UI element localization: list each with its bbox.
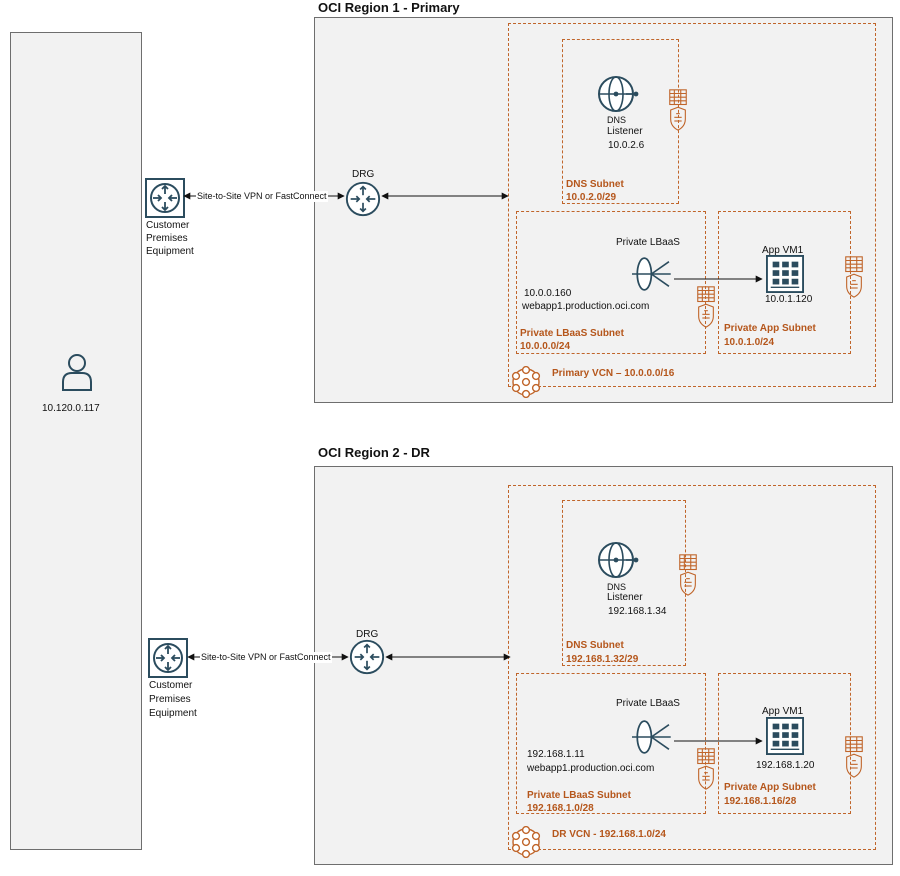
dr-drg-label: DRG bbox=[356, 629, 379, 640]
security-list-icon bbox=[695, 747, 717, 791]
primary-lbaas-ip: 10.0.0.160 bbox=[524, 288, 572, 299]
primary-lb-to-vm-arrow bbox=[674, 275, 763, 283]
primary-lbaas-subnet-box bbox=[516, 211, 706, 354]
client-ip: 10.120.0.117 bbox=[42, 403, 100, 414]
load-balancer-icon bbox=[632, 255, 676, 293]
primary-app-subnet-name: Private App Subnet bbox=[724, 323, 816, 334]
primary-dns-listener-label: Listener bbox=[607, 126, 643, 137]
primary-dns-subnet-cidr: 10.0.2.0/29 bbox=[566, 192, 617, 203]
dns-icon bbox=[596, 538, 640, 582]
primary-dns-subnet-name: DNS Subnet bbox=[566, 179, 624, 190]
user-icon bbox=[61, 352, 93, 392]
primary-app-vm-ip: 10.0.1.120 bbox=[765, 294, 813, 305]
dr-app-subnet-cidr: 192.168.1.16/28 bbox=[724, 796, 797, 807]
vcn-icon bbox=[510, 826, 542, 858]
primary-link-label: Site-to-Site VPN or FastConnect bbox=[196, 191, 328, 202]
dr-dns-subnet-name: DNS Subnet bbox=[566, 640, 624, 651]
primary-lbaas-subnet-cidr: 10.0.0.0/24 bbox=[520, 341, 571, 352]
dr-lbaas-subnet-box bbox=[516, 673, 706, 814]
security-list-icon bbox=[667, 88, 689, 132]
security-list-icon bbox=[677, 553, 699, 597]
dr-lbaas-fqdn: webapp1.production.oci.com bbox=[527, 763, 655, 774]
dr-vcn-label: DR VCN - 192.168.1.0/24 bbox=[552, 829, 666, 840]
dr-lbaas-subnet-cidr: 192.168.1.0/28 bbox=[527, 803, 594, 814]
dr-lbaas-subnet-name: Private LBaaS Subnet bbox=[527, 790, 631, 801]
primary-app-subnet-cidr: 10.0.1.0/24 bbox=[724, 337, 775, 348]
primary-lbaas-label: Private LBaaS bbox=[616, 237, 680, 248]
dr-lb-to-vm-arrow bbox=[674, 737, 763, 745]
primary-app-vm-label: App VM1 bbox=[762, 245, 804, 256]
security-list-icon bbox=[843, 735, 865, 779]
dr-dns-listener-label: Listener bbox=[607, 592, 643, 603]
vm-icon bbox=[765, 255, 805, 293]
dr-lbaas-ip: 192.168.1.11 bbox=[527, 749, 585, 760]
on-premises-panel bbox=[10, 32, 142, 850]
security-list-icon bbox=[695, 285, 717, 329]
router-icon bbox=[148, 638, 188, 678]
primary-app-subnet-box bbox=[718, 211, 851, 354]
dr-vcn-box bbox=[508, 485, 876, 850]
router-icon bbox=[145, 178, 185, 218]
dr-lbaas-label: Private LBaaS bbox=[616, 698, 680, 709]
vcn-icon bbox=[510, 366, 542, 398]
primary-lbaas-fqdn: webapp1.production.oci.com bbox=[522, 301, 650, 312]
dr-dns-listener-ip: 192.168.1.34 bbox=[608, 606, 667, 617]
dr-dns-icon-label: DNS bbox=[607, 582, 627, 592]
primary-drg-label: DRG bbox=[352, 169, 375, 180]
region-dr-title: OCI Region 2 - DR bbox=[318, 445, 430, 460]
primary-dns-icon-label: DNS bbox=[607, 115, 627, 125]
dr-dns-subnet-box bbox=[562, 500, 686, 666]
primary-vcn-label: Primary VCN – 10.0.0.0/16 bbox=[552, 368, 675, 379]
primary-dns-listener-ip: 10.0.2.6 bbox=[608, 140, 645, 151]
load-balancer-icon bbox=[632, 718, 676, 756]
primary-vcn-box bbox=[508, 23, 876, 387]
dr-link-label: Site-to-Site VPN or FastConnect bbox=[200, 652, 332, 663]
region-primary-title: OCI Region 1 - Primary bbox=[318, 0, 460, 15]
dns-icon bbox=[596, 72, 640, 116]
dr-dns-subnet-cidr: 192.168.1.32/29 bbox=[566, 654, 639, 665]
dr-app-subnet-name: Private App Subnet bbox=[724, 782, 816, 793]
dr-app-vm-label: App VM1 bbox=[762, 706, 804, 717]
security-list-icon bbox=[843, 255, 865, 299]
dr-app-vm-ip: 192.168.1.20 bbox=[756, 760, 815, 771]
primary-lbaas-subnet-name: Private LBaaS Subnet bbox=[520, 328, 624, 339]
vm-icon bbox=[765, 717, 805, 755]
